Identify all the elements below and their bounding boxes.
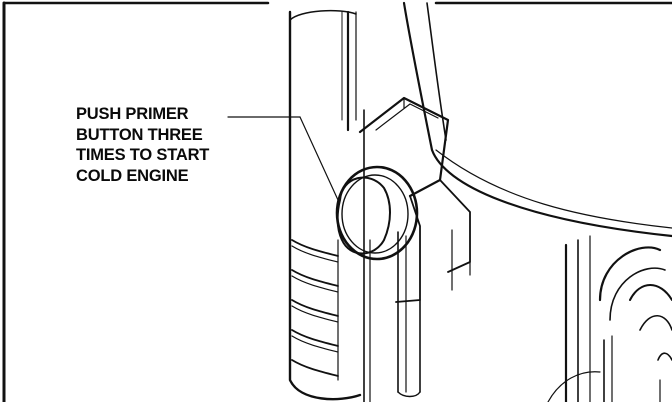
- primer-housing: [358, 96, 471, 398]
- engine-fins: [547, 235, 672, 402]
- callout-line-4: COLD ENGINE: [76, 166, 189, 185]
- callout-line-1: PUSH PRIMER: [76, 105, 189, 123]
- primer-button: [335, 165, 419, 261]
- callout-line-3: TIMES TO START: [76, 146, 210, 164]
- callout-leader-line: [227, 116, 339, 201]
- engine-housing: [402, 1, 672, 238]
- handle-tube: [288, 9, 371, 402]
- primer-instruction-callout: PUSH PRIMER BUTTON THREE TIMES TO START …: [76, 104, 276, 186]
- callout-line-2: BUTTON THREE: [76, 125, 203, 144]
